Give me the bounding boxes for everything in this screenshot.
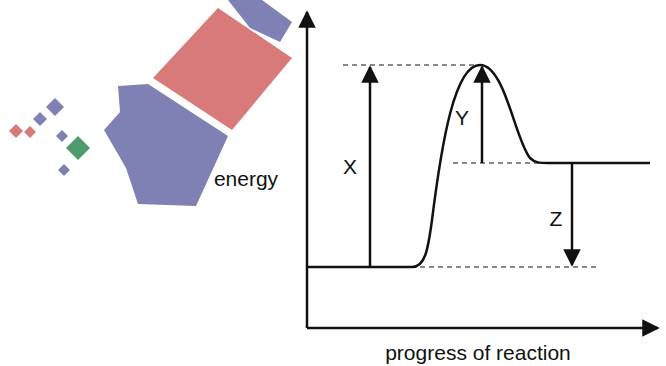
progress-axis (307, 327, 658, 330)
logo-dot (33, 112, 47, 126)
logo-dot (58, 164, 70, 176)
logo-dot (24, 126, 36, 138)
energy-axis (306, 12, 309, 328)
logo-purple (104, 84, 228, 206)
arrow-z (571, 163, 574, 265)
logo-dot (9, 124, 23, 138)
logo-purple-top (228, 0, 292, 42)
quantity-letter: Y (455, 107, 469, 128)
quantity-letter: Z (550, 208, 563, 229)
arrow-x (369, 67, 372, 267)
energy-curve (307, 65, 650, 267)
quantity-letter: X (343, 156, 357, 177)
logo-dot (46, 98, 64, 116)
arrow-y (481, 67, 484, 163)
watermark-logo (9, 0, 292, 206)
axis-label: progress of reaction (385, 342, 571, 363)
axis-label: energy (214, 168, 278, 189)
logo-dot (66, 136, 90, 160)
peak-level (343, 65, 480, 66)
dashed-levels (343, 65, 600, 267)
logo-dot (56, 130, 68, 142)
